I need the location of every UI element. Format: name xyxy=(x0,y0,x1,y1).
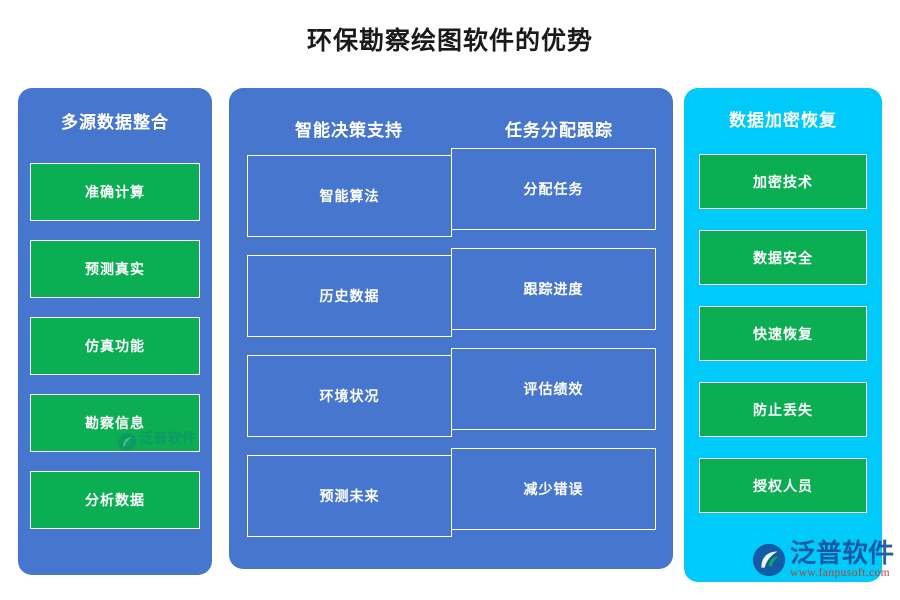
item-box-left-4[interactable]: 勘察信息 xyxy=(30,394,200,452)
item-box-mid-col2-4[interactable]: 减少错误 xyxy=(451,448,656,530)
item-box-right-2[interactable]: 数据安全 xyxy=(699,230,867,285)
item-box-right-5[interactable]: 授权人员 xyxy=(699,458,867,513)
item-box-mid-col1-4[interactable]: 预测未来 xyxy=(247,455,452,537)
item-box-right-4[interactable]: 防止丢失 xyxy=(699,382,867,437)
item-box-mid-col2-1[interactable]: 分配任务 xyxy=(451,148,656,230)
panel-right-header: 数据加密恢复 xyxy=(729,111,837,130)
item-box-mid-col2-3[interactable]: 评估绩效 xyxy=(451,348,656,430)
panel-left-header: 多源数据整合 xyxy=(61,113,169,132)
panel-middle-header-col1: 智能决策支持 xyxy=(295,121,403,140)
panel-decision-and-task: 智能决策支持 任务分配跟踪 智能算法 历史数据 环境状况 预测未来 分配任务 跟… xyxy=(229,88,673,569)
item-box-mid-col1-2[interactable]: 历史数据 xyxy=(247,255,452,337)
item-box-left-2[interactable]: 预测真实 xyxy=(30,240,200,298)
item-box-right-3[interactable]: 快速恢复 xyxy=(699,306,867,361)
item-box-mid-col1-3[interactable]: 环境状况 xyxy=(247,355,452,437)
item-box-right-1[interactable]: 加密技术 xyxy=(699,154,867,209)
item-box-left-1[interactable]: 准确计算 xyxy=(30,163,200,221)
page-title: 环保勘察绘图软件的优势 xyxy=(306,27,593,55)
panel-multi-source-data: 多源数据整合 准确计算 预测真实 仿真功能 勘察信息 分析数据 xyxy=(18,88,212,575)
item-box-left-5[interactable]: 分析数据 xyxy=(30,471,200,529)
panel-middle-header-col2: 任务分配跟踪 xyxy=(505,121,613,140)
panel-data-encryption-recovery: 数据加密恢复 加密技术 数据安全 快速恢复 防止丢失 授权人员 xyxy=(684,88,882,582)
item-box-mid-col1-1[interactable]: 智能算法 xyxy=(247,155,452,237)
item-box-left-3[interactable]: 仿真功能 xyxy=(30,317,200,375)
item-box-mid-col2-2[interactable]: 跟踪进度 xyxy=(451,248,656,330)
